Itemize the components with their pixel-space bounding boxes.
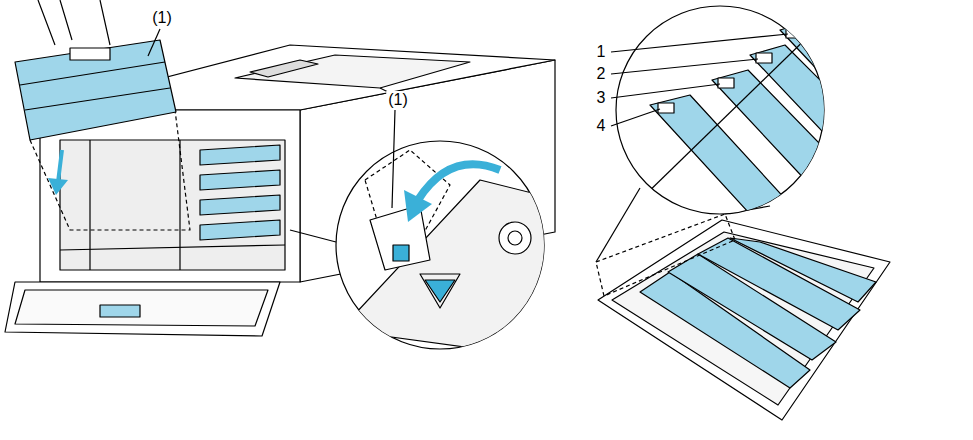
callout-number: 1	[595, 43, 608, 61]
callout-number: (1)	[386, 91, 410, 109]
callout-number: 3	[595, 89, 608, 107]
callout-number: 2	[595, 65, 608, 83]
callout-number: 4	[595, 117, 608, 135]
callout-number: (1)	[150, 9, 174, 27]
